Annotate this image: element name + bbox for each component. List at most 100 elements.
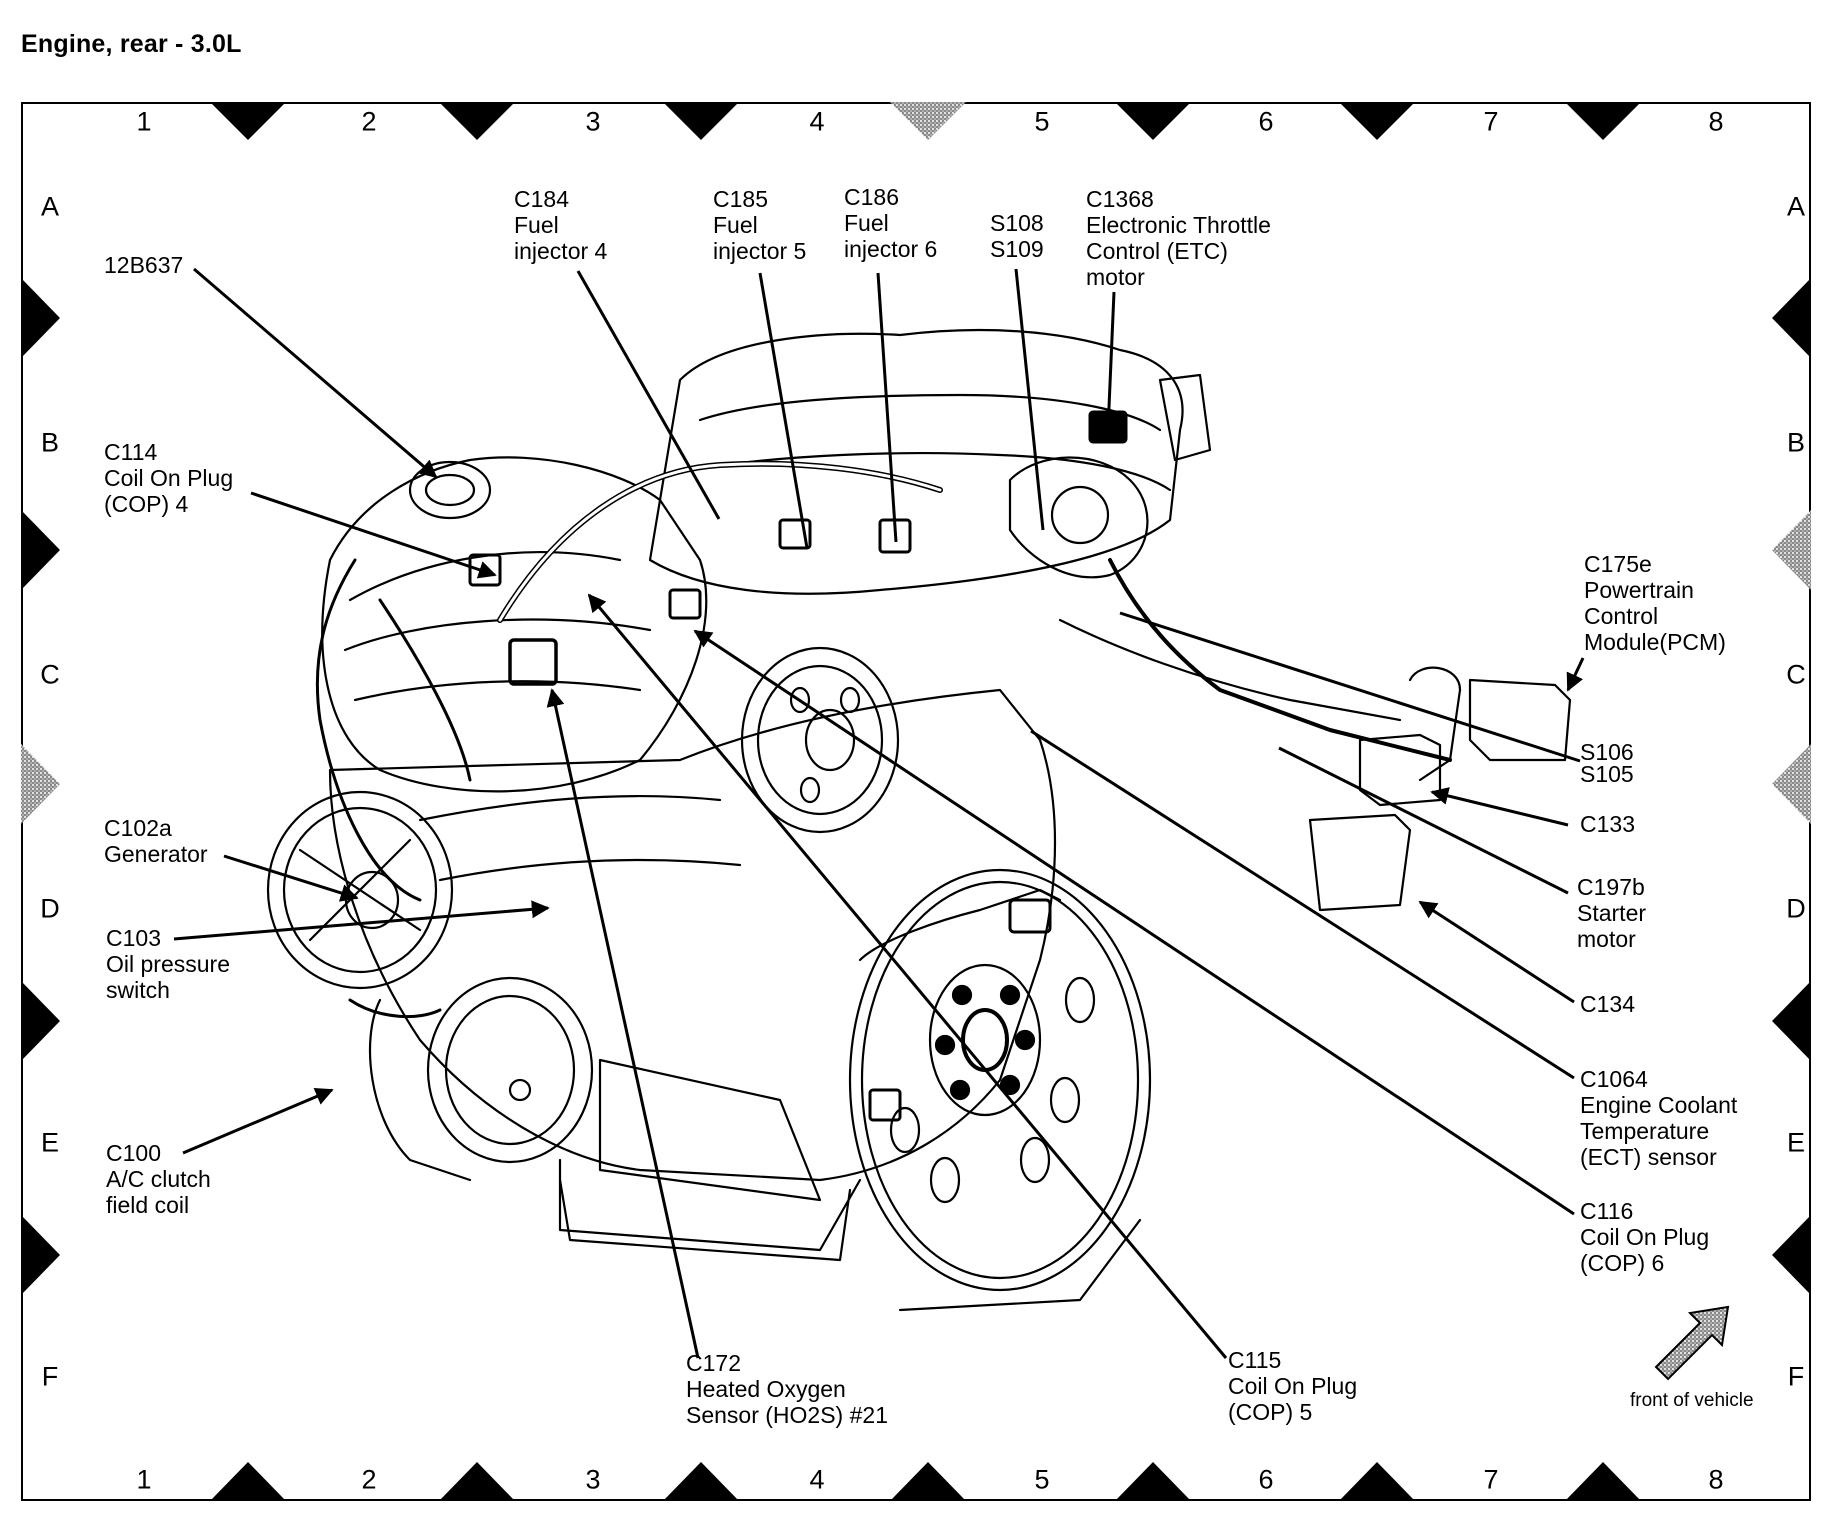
callout-line: C102a (104, 815, 172, 841)
grid-column-bottom-4: 4 (809, 1464, 825, 1495)
leader-c1368 (1106, 291, 1116, 431)
grid-marker-top (1339, 102, 1415, 140)
grid-row-right-A: A (1786, 191, 1806, 222)
grid-column-top-3: 3 (585, 106, 601, 137)
grid-column-top-1: 1 (136, 106, 152, 137)
grid-marker-right (1772, 744, 1811, 824)
leader-c186 (876, 272, 898, 543)
callout-line: (COP) 6 (1580, 1250, 1665, 1276)
callout-line: S106 (1580, 739, 1634, 765)
callout-line: (ECT) sensor (1580, 1144, 1717, 1170)
grid-row-right-D: D (1786, 893, 1806, 924)
callout-line: Control (1584, 603, 1659, 629)
grid-column-top-4: 4 (809, 106, 825, 137)
callout-line: Heated Oxygen (686, 1376, 846, 1402)
grid-marker-right (1772, 981, 1811, 1061)
callout-line: injector 4 (514, 238, 608, 264)
callout-c134: C134 (1580, 991, 1635, 1017)
leader-12b637 (193, 267, 438, 479)
callout-line: Fuel (713, 212, 758, 238)
grid-row-left-D: D (40, 893, 60, 924)
front-of-vehicle-arrow-icon (1654, 1305, 1730, 1381)
leader-c114 (250, 491, 497, 579)
grid-column-bottom-6: 6 (1258, 1464, 1274, 1495)
callout-line: C185 (713, 186, 768, 212)
leader-c102a (223, 854, 359, 902)
callout-line: Powertrain (1584, 577, 1694, 603)
callout-line: C1064 (1580, 1066, 1648, 1092)
callout-line: C114 (104, 439, 158, 465)
callout-line: C186 (844, 184, 899, 210)
grid-column-top-6: 6 (1258, 106, 1274, 137)
callout-line: Generator (104, 841, 208, 867)
generator (266, 790, 454, 990)
callout-12b637: 12B637 (104, 252, 183, 278)
callout-line: Control (ETC) (1086, 238, 1228, 264)
grid-marker-top (1565, 102, 1641, 140)
leader-c197b (1278, 746, 1569, 895)
callout-line: Coil On Plug (104, 465, 234, 491)
callout-line: Module(PCM) (1584, 629, 1726, 655)
grid-marker-left (21, 510, 60, 590)
grid-column-top-5: 5 (1034, 106, 1050, 137)
grid-column-bottom-3: 3 (585, 1464, 601, 1495)
callout-line: S108 (990, 210, 1044, 236)
grid-marker-left (21, 744, 60, 824)
leader-c133 (1430, 787, 1569, 827)
grid-marker-bottom (210, 1462, 286, 1501)
throttle-body (1008, 456, 1149, 579)
grid-markers (21, 102, 1811, 1501)
callout-line: C184 (514, 186, 569, 212)
callout-line: switch (106, 977, 170, 1003)
leader-c115 (587, 593, 1228, 1359)
callout-line: C197b (1577, 874, 1645, 900)
callout-line: Starter (1577, 900, 1647, 926)
grid-row-right-C: C (1786, 659, 1806, 690)
callout-line: C172 (686, 1350, 741, 1376)
callout-line: Electronic Throttle (1086, 212, 1271, 238)
page-title: Engine, rear - 3.0L (21, 30, 242, 58)
grid-row-right-B: B (1786, 427, 1806, 458)
leader-c172 (546, 688, 700, 1359)
callout-line: Oil pressure (106, 951, 230, 977)
callout-line: 12B637 (104, 252, 184, 278)
callout-line: injector 6 (844, 236, 938, 262)
grid-column-bottom-7: 7 (1483, 1464, 1499, 1495)
grid-row-left-C: C (40, 659, 60, 690)
callout-line: C115 (1228, 1347, 1282, 1373)
grid-marker-top (663, 102, 739, 140)
grid-marker-bottom (663, 1462, 739, 1501)
grid-column-bottom-1: 1 (136, 1464, 152, 1495)
callout-line: (COP) 5 (1228, 1399, 1313, 1425)
callout-line: Sensor (HO2S) #21 (686, 1402, 888, 1428)
leader-c116 (693, 629, 1575, 1216)
leader-lines (173, 267, 1585, 1359)
callout-line: S105 (1580, 761, 1634, 787)
callout-line: (COP) 4 (104, 491, 189, 517)
grid-marker-bottom (1115, 1462, 1191, 1501)
leader-c175e (1566, 657, 1585, 692)
grid-marker-left (21, 1215, 60, 1295)
callout-line: C133 (1580, 811, 1635, 837)
leader-c100 (182, 1088, 334, 1155)
grid-column-top-8: 8 (1708, 106, 1724, 137)
grid-row-left-B: B (40, 427, 60, 458)
grid-marker-bottom (890, 1462, 966, 1501)
grid-marker-left (21, 278, 60, 358)
grid-row-left-A: A (40, 191, 60, 222)
